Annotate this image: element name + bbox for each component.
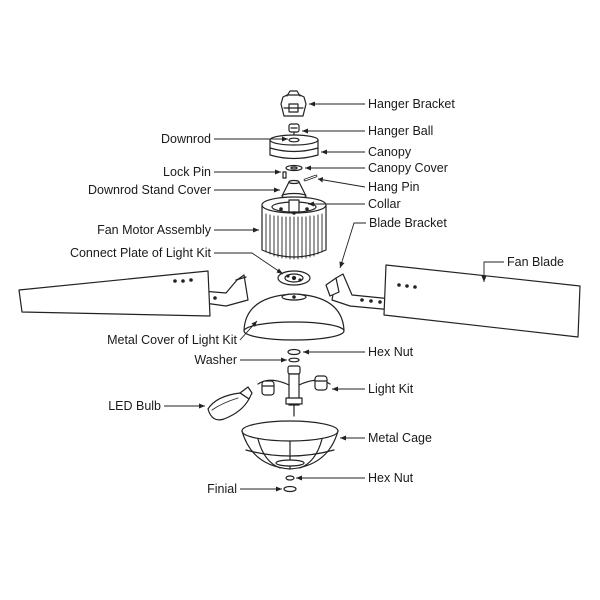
label-downrod-stand-cover: Downrod Stand Cover bbox=[88, 183, 211, 197]
label-canopy-cover: Canopy Cover bbox=[368, 161, 448, 175]
label-fan-blade: Fan Blade bbox=[507, 255, 564, 269]
left-fan-blade-part bbox=[18, 270, 211, 317]
label-collar: Collar bbox=[368, 197, 401, 211]
right-blade-bracket-part bbox=[325, 273, 394, 311]
metal-cage-part bbox=[241, 420, 339, 470]
led-bulb-part bbox=[207, 386, 253, 421]
lower-hex-nut-part bbox=[285, 475, 295, 481]
upper-hex-nut-part bbox=[287, 348, 301, 356]
label-lock-pin: Lock Pin bbox=[163, 165, 211, 179]
connect-plate-part bbox=[277, 270, 311, 286]
label-metal-cage: Metal Cage bbox=[368, 431, 432, 445]
label-finial: Finial bbox=[207, 482, 237, 496]
hanger-ball-part bbox=[288, 123, 300, 133]
finial-part bbox=[283, 485, 297, 493]
label-hang-pin: Hang Pin bbox=[368, 180, 420, 194]
label-connect-plate: Connect Plate of Light Kit bbox=[69, 246, 211, 260]
label-hanger-bracket: Hanger Bracket bbox=[368, 97, 455, 111]
fan-motor-part bbox=[261, 196, 327, 260]
label-washer: Washer bbox=[194, 353, 237, 367]
metal-cover-part bbox=[243, 293, 345, 341]
label-metal-cover: Metal Cover of Light Kit bbox=[107, 333, 237, 347]
light-kit-part bbox=[257, 365, 331, 417]
right-fan-blade-part bbox=[383, 264, 581, 338]
label-light-kit: Light Kit bbox=[368, 382, 414, 396]
canopy-part bbox=[269, 134, 319, 160]
canopy-cover-part bbox=[285, 164, 303, 172]
label-hex-nut-upper: Hex Nut bbox=[368, 345, 414, 359]
hanger-bracket-part bbox=[280, 90, 307, 117]
label-downrod: Downrod bbox=[160, 132, 211, 146]
downrod-stand-cover-part bbox=[281, 179, 307, 200]
label-hanger-ball: Hanger Ball bbox=[368, 124, 434, 138]
label-led-bulb: LED Bulb bbox=[108, 399, 161, 413]
label-canopy: Canopy bbox=[368, 145, 412, 159]
label-fan-motor-assembly: Fan Motor Assembly bbox=[97, 223, 211, 237]
label-hex-nut-lower: Hex Nut bbox=[368, 471, 414, 485]
label-blade-bracket: Blade Bracket bbox=[369, 216, 447, 230]
lock-pin-part bbox=[282, 171, 287, 179]
hang-pin-part bbox=[303, 174, 318, 182]
washer-part bbox=[288, 357, 300, 363]
